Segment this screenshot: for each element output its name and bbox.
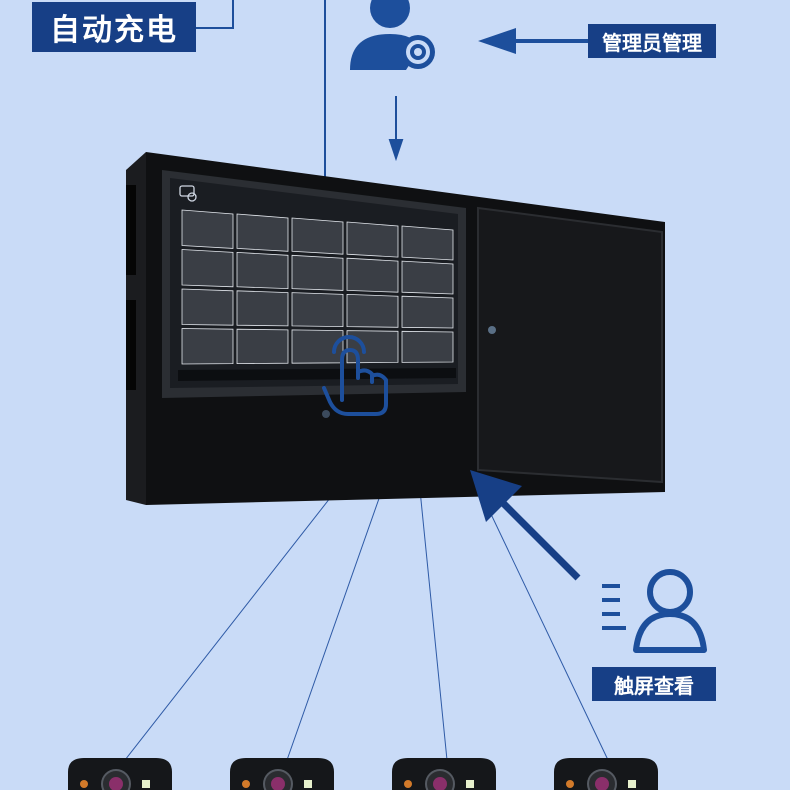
screen-tile[interactable]	[401, 225, 454, 261]
screen-tile[interactable]	[401, 330, 454, 363]
body-camera-icon	[230, 758, 334, 790]
touch-hand-icon	[322, 335, 388, 416]
admin-arrow-left	[478, 28, 588, 54]
screen-tile[interactable]	[181, 288, 234, 326]
screen-tile[interactable]	[346, 293, 399, 328]
screen-tile[interactable]	[346, 221, 399, 258]
touch-view-label: 触屏查看	[592, 667, 716, 701]
screen-tile[interactable]	[236, 213, 289, 252]
admin-gear-icon	[350, 0, 435, 70]
admin-arrow-down	[388, 96, 404, 162]
body-camera-icon	[554, 758, 658, 790]
screen-tile[interactable]	[401, 295, 454, 329]
body-camera-icon	[68, 758, 172, 790]
auto-charge-label: 自动充电	[32, 2, 196, 52]
screen-tile[interactable]	[346, 330, 399, 364]
body-camera-icon	[392, 758, 496, 790]
screen-tile[interactable]	[181, 249, 234, 288]
touch-arrow	[470, 470, 581, 581]
screen-tile[interactable]	[236, 328, 289, 365]
admin-manage-label: 管理员管理	[588, 24, 716, 58]
screen-tile[interactable]	[291, 217, 344, 255]
person-list-icon	[602, 569, 707, 653]
front-lock	[322, 410, 330, 418]
screen-tile[interactable]	[181, 209, 234, 249]
screen-grid	[181, 209, 454, 365]
screen-tile[interactable]	[291, 292, 344, 328]
device-row	[68, 758, 658, 790]
screen-tile[interactable]	[181, 328, 234, 365]
screen-tile[interactable]	[291, 254, 344, 291]
screen-tile[interactable]	[401, 260, 454, 295]
screen-tile[interactable]	[346, 257, 399, 293]
door-lock	[488, 326, 496, 334]
connection-lines	[124, 469, 609, 761]
screen-tile[interactable]	[236, 290, 289, 327]
screen-logo-icon	[179, 185, 197, 202]
screen-tile[interactable]	[236, 251, 289, 290]
